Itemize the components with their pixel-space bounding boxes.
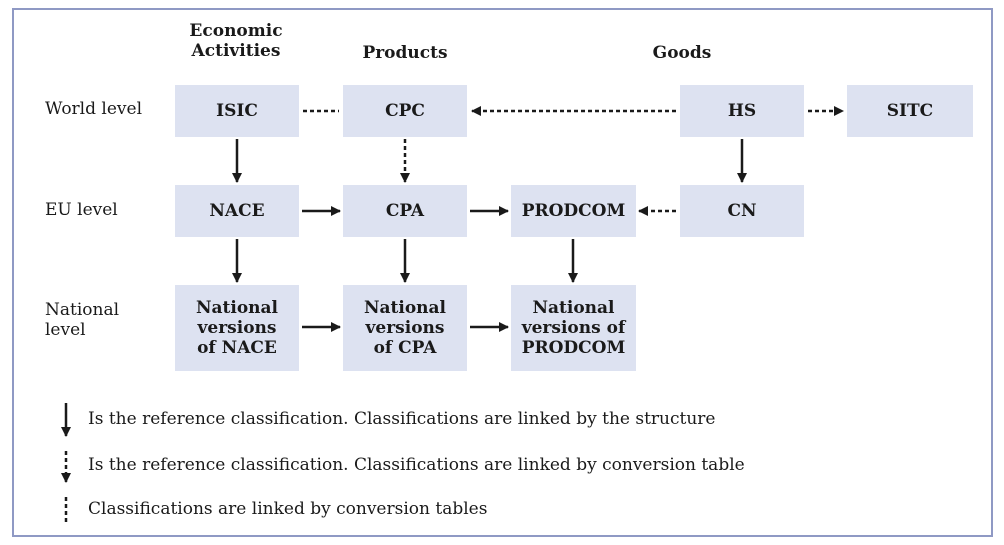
row-heading-world-level: World level: [45, 99, 143, 119]
box-cpc: CPC: [343, 85, 467, 137]
box-isic: ISIC: [175, 85, 299, 137]
row-heading-eu-level: EU level: [45, 200, 118, 220]
legend-conversion-tables-text: Classifications are linked by conversion…: [88, 499, 488, 519]
legend-conversion-table-text: Is the reference classification. Classif…: [88, 455, 745, 475]
legend-structure-text: Is the reference classification. Classif…: [88, 409, 716, 429]
box-sitc: SITC: [847, 85, 973, 137]
diagram-frame: [12, 8, 993, 537]
column-heading-products: Products: [362, 43, 448, 63]
box-prodcom: PRODCOM: [511, 185, 636, 237]
box-national-versions-of-nace: National versions of NACE: [175, 285, 299, 371]
box-cpa: CPA: [343, 185, 467, 237]
box-national-versions-of-prodcom: National versions of PRODCOM: [511, 285, 636, 371]
box-cn: CN: [680, 185, 804, 237]
column-heading-economic-activities: Economic Activities: [189, 21, 283, 61]
box-hs: HS: [680, 85, 804, 137]
row-heading-national-level: National level: [45, 300, 120, 340]
box-nace: NACE: [175, 185, 299, 237]
column-heading-goods: Goods: [652, 43, 712, 63]
box-national-versions-of-cpa: National versions of CPA: [343, 285, 467, 371]
